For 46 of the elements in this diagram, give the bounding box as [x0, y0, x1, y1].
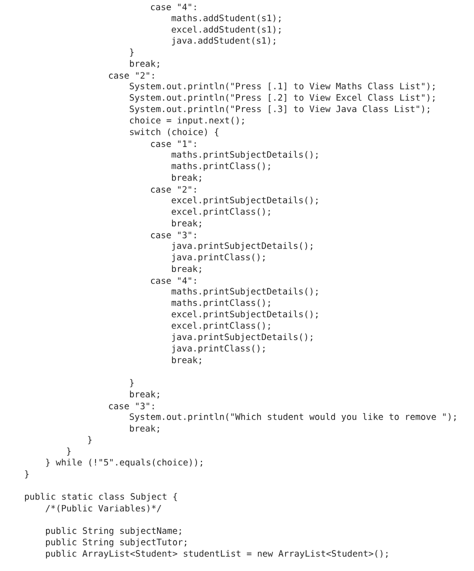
code-line: excel.printSubjectDetails();	[172, 196, 318, 206]
code-line: excel.printSubjectDetails();	[172, 310, 318, 320]
code-line: public String subjectTutor;	[46, 538, 186, 548]
code-line: excel.printClass();	[172, 208, 270, 216]
code-line: case "2":	[109, 72, 154, 79]
code-line: java.printClass();	[172, 344, 264, 354]
code-line: case "4":	[151, 4, 196, 10]
code-line: } while (!"5".equals(choice));	[46, 458, 202, 468]
code-line: /*(Public Variables) */	[46, 504, 162, 513]
code-line: break;	[130, 390, 159, 399]
code-line: System.out.println("Press [.1] to View Maths Class List");	[130, 82, 434, 92]
code-line: System.out.println("Press [.3] to View Java Class List");	[130, 105, 430, 114]
code-line: maths.printClass();	[172, 299, 270, 308]
code-line: case "2":	[151, 186, 196, 193]
code-line: }	[88, 436, 92, 444]
code-line: java.printClass();	[172, 254, 264, 262]
code-line: case "3":	[151, 232, 196, 238]
code-line: public static class Subject {	[25, 492, 177, 502]
code-line: case "3":	[109, 402, 154, 410]
code-line: excel.addStudent(s1);	[172, 26, 280, 34]
code-line: java.printSubjectDetails();	[172, 333, 312, 342]
code-line: choice = input.next();	[130, 116, 244, 126]
code-line: break;	[130, 60, 159, 68]
code-line: public ArrayList<Student> studentList = new ArrayList<Student>();	[46, 550, 388, 558]
code-line: public String subjectName;	[46, 527, 181, 536]
code-line: maths.addStudent(s1);	[172, 14, 280, 22]
code-line: case "1":	[151, 140, 196, 148]
code-line: }	[130, 48, 134, 57]
code-line: System.out.println("Press [.2] to View Excel Class List");	[130, 94, 434, 102]
code-line: maths.printSubjectDetails();	[172, 150, 318, 160]
code-line: switch (choice) {	[130, 128, 218, 136]
code-line: }	[25, 470, 29, 478]
code-line: System.out.println("Which student would you like to remove ");	[130, 413, 456, 422]
code-line: maths.printClass();	[172, 162, 270, 171]
code-line: }	[130, 379, 134, 388]
code-line: java.addStudent(s1);	[172, 36, 276, 46]
code-line: break;	[172, 265, 201, 274]
code-line: break;	[172, 174, 201, 182]
code-line: break;	[130, 424, 159, 433]
code-line: maths.printSubjectDetails();	[172, 288, 318, 296]
code-line: java.printSubjectDetails();	[172, 242, 312, 251]
code-line: }	[67, 448, 71, 456]
code-line: break;	[172, 356, 201, 364]
code-line: break;	[172, 220, 201, 228]
code-line: case "4":	[151, 277, 196, 284]
code-line: excel.printClass();	[172, 322, 270, 330]
